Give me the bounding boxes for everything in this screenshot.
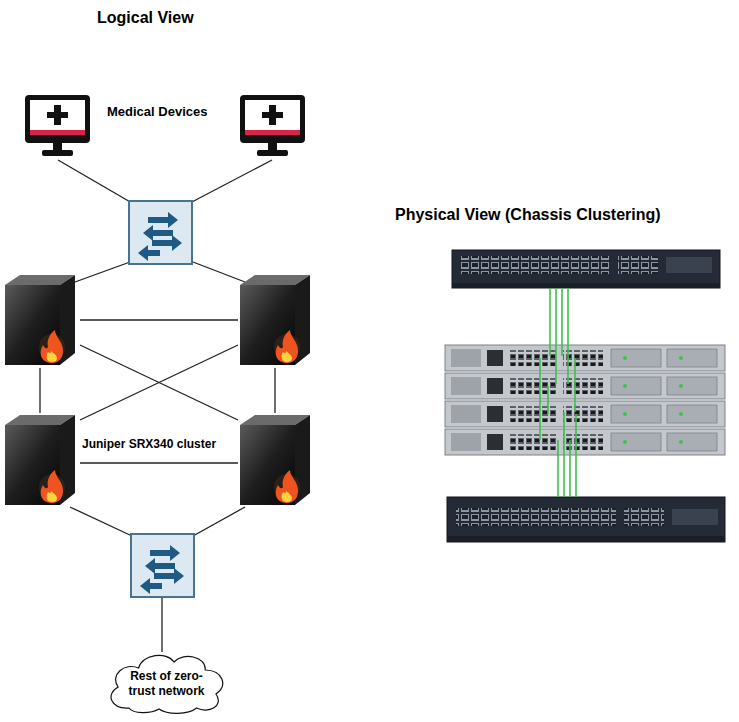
firewall-icon: [5, 415, 75, 505]
firewall-icon: [240, 275, 310, 365]
cluster-label: Juniper SRX340 cluster: [80, 437, 218, 451]
rack-switch: [447, 497, 725, 542]
firewall-icon: [240, 415, 310, 505]
view-heading: Logical View: [95, 8, 196, 27]
switch-icon: [131, 534, 194, 597]
cloud-node: Rest of zero-trust network: [102, 648, 231, 714]
srx-unit: [445, 429, 725, 455]
rack-switch: [452, 250, 720, 288]
srx-unit: [445, 401, 725, 427]
view-heading: Physical View (Chassis Clustering): [393, 205, 663, 224]
srx-unit: [445, 345, 725, 371]
monitor-icon: [240, 95, 305, 156]
node-text: Rest of zero-trust network: [122, 669, 212, 699]
monitor-icon: [25, 95, 90, 156]
cluster-cables: [540, 288, 576, 497]
firewall-icon: [5, 275, 75, 365]
srx-unit: [445, 373, 725, 399]
group-label: Medical Devices: [105, 104, 209, 120]
link-lines: [40, 160, 275, 652]
switch-icon: [129, 201, 192, 264]
